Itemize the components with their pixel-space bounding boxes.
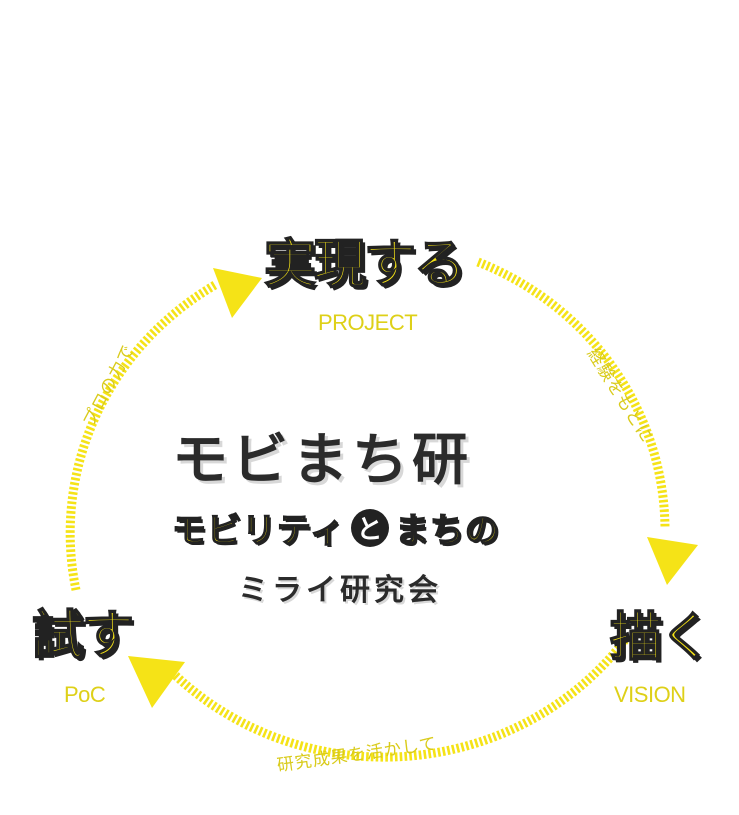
center-subtitle: モビリティ と まちの xyxy=(171,503,500,552)
node-right-label: 描く xyxy=(609,607,713,669)
subtitle-part-1: モビリティ xyxy=(171,510,345,552)
node-right-sub: VISION xyxy=(614,682,686,707)
to-badge: と xyxy=(350,508,389,547)
center-title: モビまち研 xyxy=(172,428,472,493)
arrow-right-to-left xyxy=(171,637,629,762)
arrowhead-right xyxy=(647,537,698,585)
subtitle-part-2: まちの xyxy=(394,510,500,552)
node-top-sub: PROJECT xyxy=(318,310,418,335)
arrow-left-to-top xyxy=(65,281,218,591)
node-left-label: 試す xyxy=(31,605,135,667)
center-tagline: ミライ研究会 xyxy=(238,573,442,608)
node-left-sub: PoC xyxy=(64,682,106,707)
arrow-top-to-right xyxy=(476,257,670,529)
node-top-label: 実現する xyxy=(263,234,467,296)
arrowhead-top xyxy=(213,268,262,318)
arrowhead-left xyxy=(128,656,185,708)
